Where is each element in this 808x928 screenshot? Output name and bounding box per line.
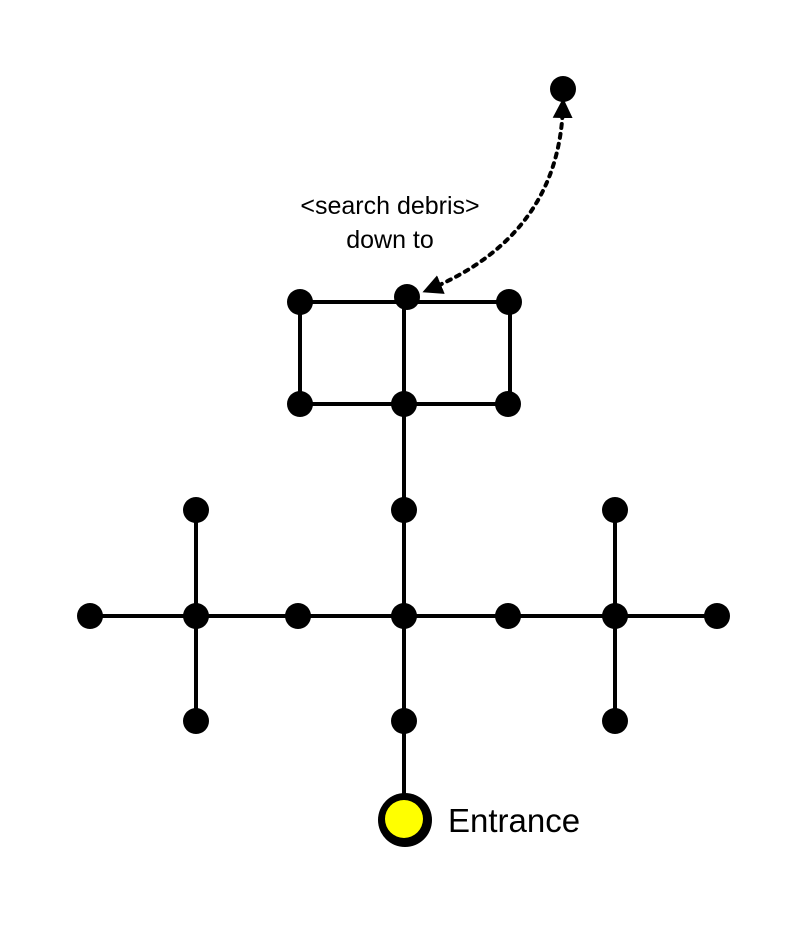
node-center-junction <box>391 603 417 629</box>
annotation-line-1: <search debris> <box>300 192 479 220</box>
node-right-junction <box>602 603 628 629</box>
entrance-label: Entrance <box>448 802 580 839</box>
node-center-lower <box>391 708 417 734</box>
yellow-circle-icon <box>378 793 432 847</box>
node-rect-bottom-center <box>391 391 417 417</box>
node-far-left <box>77 603 103 629</box>
node-left-mid <box>285 603 311 629</box>
node-rect-top-center <box>394 284 420 310</box>
node-rect-bottom-left <box>287 391 313 417</box>
annotation-line-2: down to <box>346 226 434 254</box>
node-rect-top-left <box>287 289 313 315</box>
node-left-top <box>183 497 209 523</box>
node-right-top <box>602 497 628 523</box>
dotted-double-arrow-icon <box>422 98 573 294</box>
node-center-upper <box>391 497 417 523</box>
node-right-mid <box>495 603 521 629</box>
node-right-bottom <box>602 708 628 734</box>
node-left-junction <box>183 603 209 629</box>
node-far-right <box>704 603 730 629</box>
node-rect-top-right <box>496 289 522 315</box>
node-remote <box>550 76 576 102</box>
node-left-bottom <box>183 708 209 734</box>
nodes <box>77 76 730 734</box>
node-rect-bottom-right <box>495 391 521 417</box>
